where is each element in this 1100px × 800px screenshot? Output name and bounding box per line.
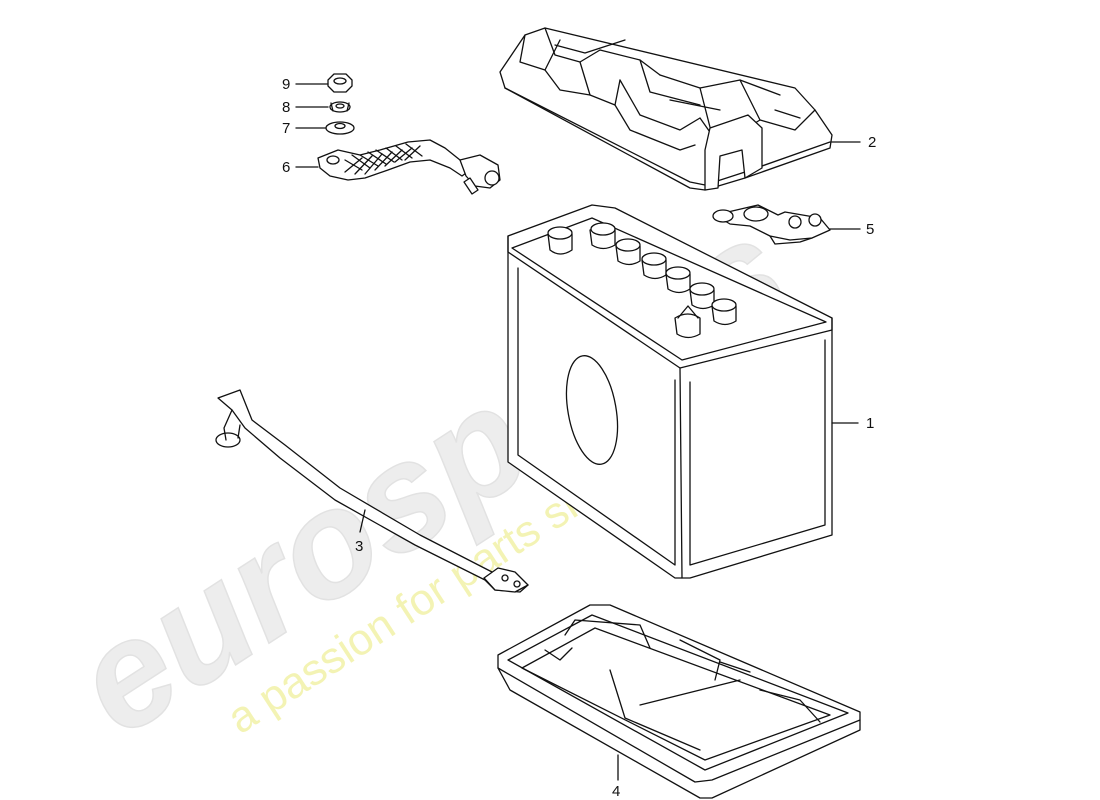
battery-cover [499, 27, 833, 191]
callout-1: 1 [866, 415, 874, 432]
ground-strap [317, 139, 501, 195]
battery [507, 204, 833, 579]
nut [327, 73, 353, 93]
battery-cap-6 [689, 282, 715, 310]
lock-washer [329, 101, 351, 113]
battery-cap-8 [674, 305, 701, 339]
callout-5: 5 [866, 221, 874, 238]
positive-terminal-clamp [712, 204, 831, 245]
battery-cap-4 [641, 252, 667, 280]
callout-7: 7 [282, 120, 290, 137]
leader-lines [295, 83, 861, 781]
battery-cap-2 [589, 222, 616, 250]
callout-2: 2 [868, 134, 876, 151]
battery-cap-5 [665, 266, 691, 294]
callout-9: 9 [282, 76, 290, 93]
callout-6: 6 [282, 159, 290, 176]
washer [325, 121, 355, 135]
callouts: 1 2 3 4 5 6 7 8 9 [282, 76, 876, 800]
battery-tray [497, 604, 861, 799]
callout-8: 8 [282, 99, 290, 116]
callout-4: 4 [612, 783, 620, 800]
battery-cap-1 [547, 226, 573, 255]
battery-cap-7 [711, 298, 737, 326]
hold-down-strap [215, 389, 529, 593]
callout-3: 3 [355, 538, 363, 555]
battery-cap-3 [615, 238, 641, 266]
